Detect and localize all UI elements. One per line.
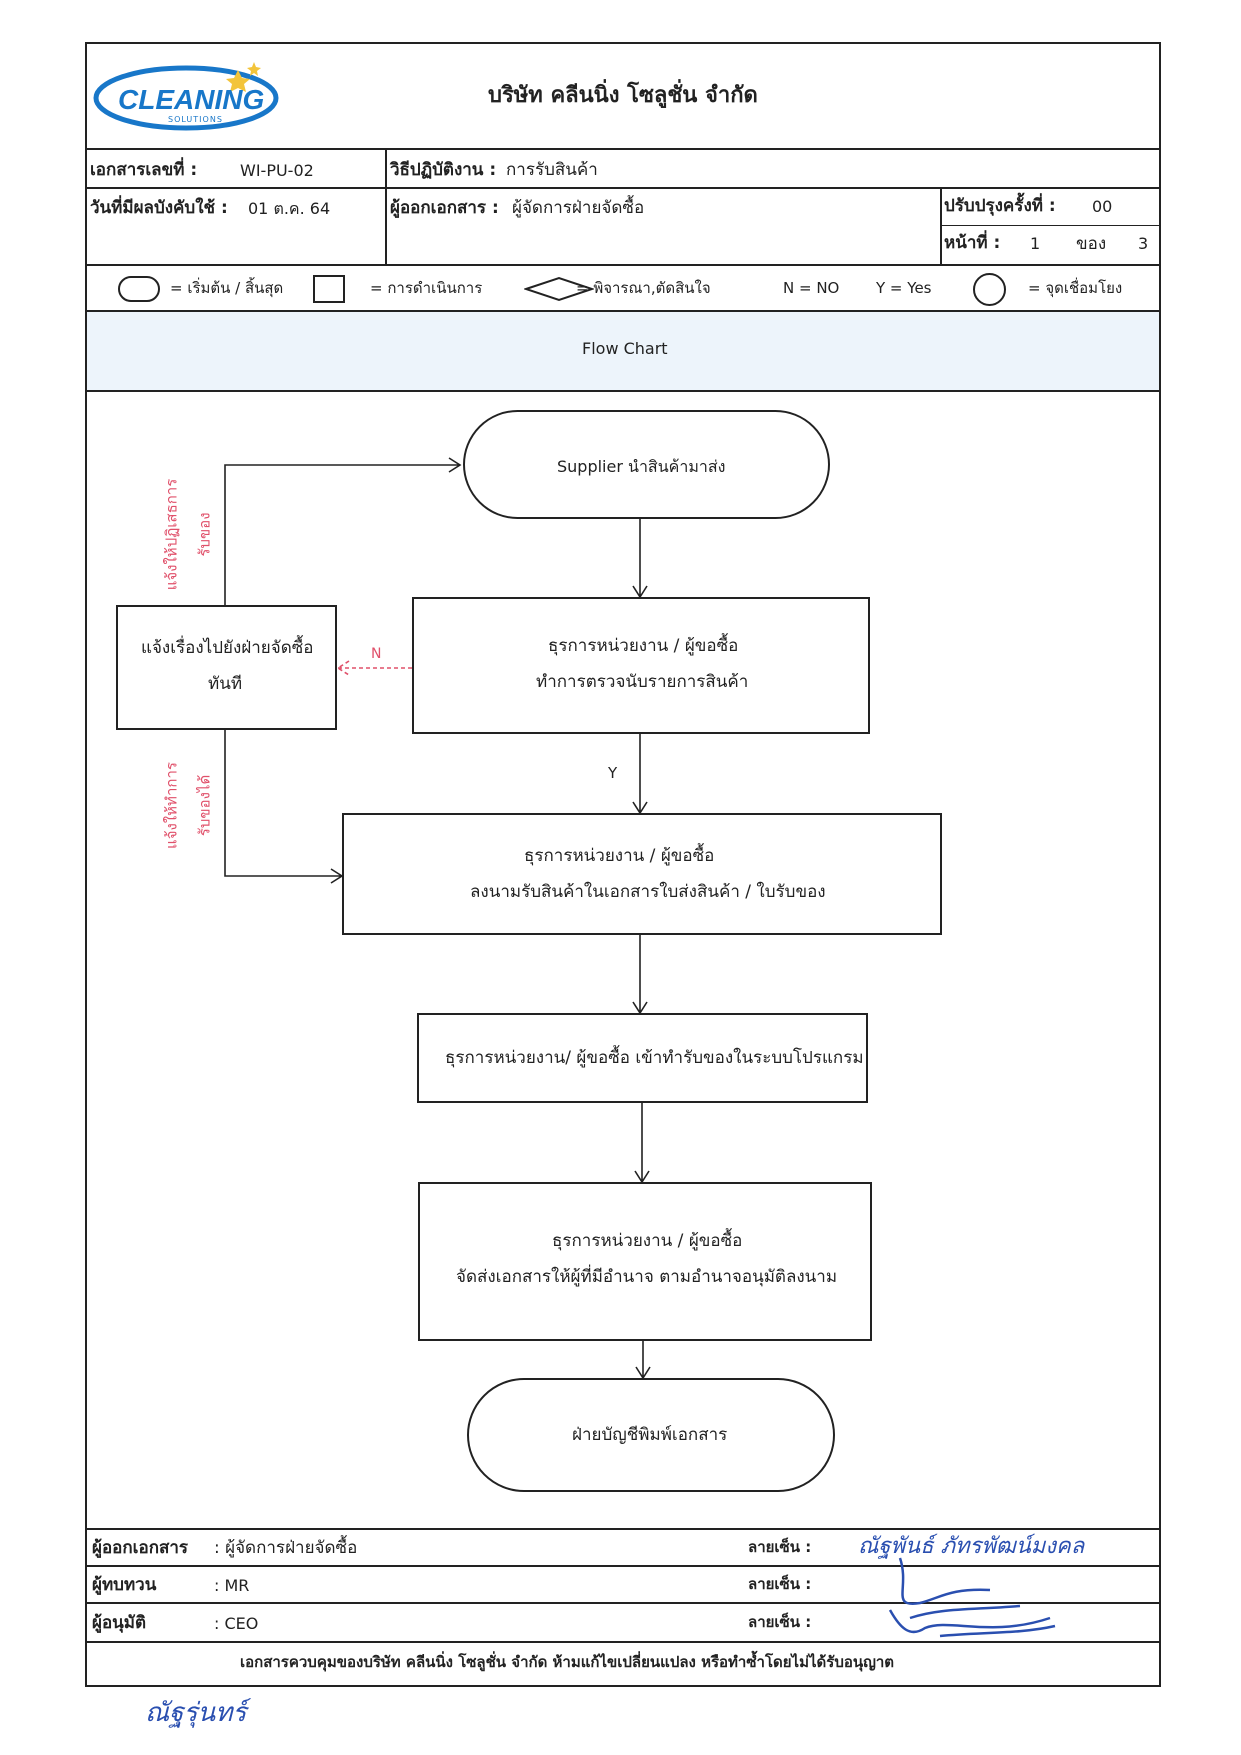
company-logo: CLEANING SOLUTIONS	[88, 52, 284, 132]
check-process-line1: ธุรการหน่วยงาน / ผู้ขอซื้อ	[548, 636, 739, 656]
flowchart-title-band	[87, 312, 1159, 390]
revision-value: 00	[1092, 197, 1113, 216]
company-name: บริษัท คลีนนิ่ง โซลูชั่น จำกัด	[488, 83, 758, 108]
divider	[85, 264, 1161, 266]
reviewer-signature-label: ลายเซ็น :	[748, 1575, 812, 1593]
sign-process-line1: ธุรการหน่วยงาน / ผู้ขอซื้อ	[524, 846, 715, 866]
end-terminal-text: ฝ่ายบัญชีพิมพ์เอกสาร	[572, 1425, 728, 1445]
logo-swoosh-icon	[93, 62, 279, 131]
divider	[940, 225, 1161, 226]
check-process-box	[412, 597, 870, 734]
procedure-label: วิธีปฏิบัติงาน :	[390, 160, 497, 180]
issuer-value: ผู้จัดการฝ่ายจัดซื้อ	[512, 198, 645, 218]
footer-reviewer-value: : MR	[214, 1576, 250, 1595]
effective-date-label: วันที่มีผลบังคับใช้ :	[90, 198, 228, 218]
document-frame	[85, 42, 1161, 1687]
divider	[85, 1528, 1161, 1530]
decision-symbol-icon	[524, 276, 594, 302]
reject-note-line2: รับของ	[195, 512, 214, 557]
footer-approver-value: : CEO	[214, 1614, 259, 1633]
control-notice: เอกสารควบคุมของบริษัท คลีนนิ่ง โซลูชั่น …	[240, 1653, 895, 1671]
legend-no: N = NO	[783, 279, 840, 297]
system-process-text: ธุรการหน่วยงาน/ ผู้ขอซื้อ เข้าทำรับของใน…	[445, 1048, 864, 1068]
divider	[85, 1602, 1161, 1604]
legend-decision: = พิจารณา,ตัดสินใจ	[576, 279, 711, 297]
logo-text: CLEANING	[118, 84, 265, 115]
notify-purchasing-line1: แจ้งเรื่องไปยังฝ่ายจัดซื้อ	[141, 638, 314, 658]
divider	[85, 1641, 1161, 1643]
sign-process-line2: ลงนามรับสินค้าในเอกสารใบส่งสินค้า / ใบรั…	[470, 882, 826, 902]
accept-note: แจ้งให้ทำการ รับของได้	[150, 752, 220, 862]
start-terminal-text: Supplier นำสินค้ามาส่ง	[557, 457, 726, 476]
page-label: หน้าที่ :	[944, 233, 1001, 253]
send-process-box	[418, 1182, 872, 1341]
footer-reviewer-label: ผู้ทบทวน	[92, 1575, 157, 1595]
logo-subtext: SOLUTIONS	[168, 115, 223, 124]
legend-yes: Y = Yes	[876, 279, 932, 297]
approver-signature-label: ลายเซ็น :	[748, 1613, 812, 1631]
bottom-signature: ณัฐรุ่นทร์	[145, 1698, 247, 1728]
send-process-line1: ธุรการหน่วยงาน / ผู้ขอซื้อ	[552, 1231, 743, 1251]
page-value: 1	[1030, 234, 1041, 253]
issuer-label: ผู้ออกเอกสาร :	[390, 198, 499, 218]
notify-purchasing-line2: ทันที	[208, 674, 243, 694]
reject-note-line1: แจ้งให้ปฏิเสธการ	[162, 478, 181, 591]
page-total: 3	[1138, 234, 1149, 253]
connector-symbol-icon	[973, 273, 1006, 306]
notify-purchasing-box	[116, 605, 337, 730]
doc-no-label: เอกสารเลขที่ :	[90, 160, 198, 180]
accept-note-line2: รับของได้	[195, 774, 214, 837]
footer-issuer-value: : ผู้จัดการฝ่ายจัดซื้อ	[214, 1538, 358, 1558]
sign-process-box	[342, 813, 942, 935]
effective-date-value: 01 ต.ค. 64	[248, 199, 331, 218]
reject-note: แจ้งให้ปฏิเสธการ รับของ	[150, 463, 220, 613]
flowchart-title: Flow Chart	[582, 339, 668, 358]
no-label: N	[371, 646, 382, 662]
footer-approver-label: ผู้อนุมัติ	[92, 1613, 147, 1633]
issuer-signature: ณัฐพันธ์ ภัทรพัฒน์มงคล	[858, 1534, 1085, 1559]
legend-terminal: = เริ่มต้น / สิ้นสุด	[170, 279, 284, 297]
send-process-line2: จัดส่งเอกสารให้ผู้ที่มีอำนาจ ตามอำนาจอนุ…	[456, 1267, 838, 1287]
accept-note-line1: แจ้งให้ทำการ	[162, 762, 181, 849]
divider	[940, 187, 942, 264]
issuer-signature-label: ลายเซ็น :	[748, 1538, 812, 1556]
revision-label: ปรับปรุงครั้งที่ :	[944, 196, 1056, 216]
start-terminal	[463, 410, 830, 519]
divider	[85, 1565, 1161, 1567]
divider	[85, 148, 1161, 150]
system-process-box	[417, 1013, 868, 1103]
yes-label: Y	[608, 764, 618, 782]
check-process-line2: ทำการตรวจนับรายการสินค้า	[536, 672, 749, 692]
footer-issuer-label: ผู้ออกเอกสาร	[92, 1538, 189, 1558]
end-terminal	[467, 1378, 835, 1492]
process-symbol-icon	[313, 275, 345, 303]
page-of-label: ของ	[1076, 234, 1107, 254]
divider	[85, 187, 940, 189]
divider	[85, 310, 1161, 312]
terminal-symbol-icon	[118, 276, 160, 302]
divider	[85, 390, 1161, 392]
legend-process: = การดำเนินการ	[370, 279, 483, 297]
divider	[940, 187, 1161, 189]
divider	[385, 148, 387, 264]
reviewer-signature-icon	[888, 1557, 1056, 1638]
procedure-value: การรับสินค้า	[506, 160, 598, 180]
legend-connector: = จุดเชื่อมโยง	[1028, 279, 1123, 297]
doc-no-value: WI-PU-02	[240, 161, 314, 180]
